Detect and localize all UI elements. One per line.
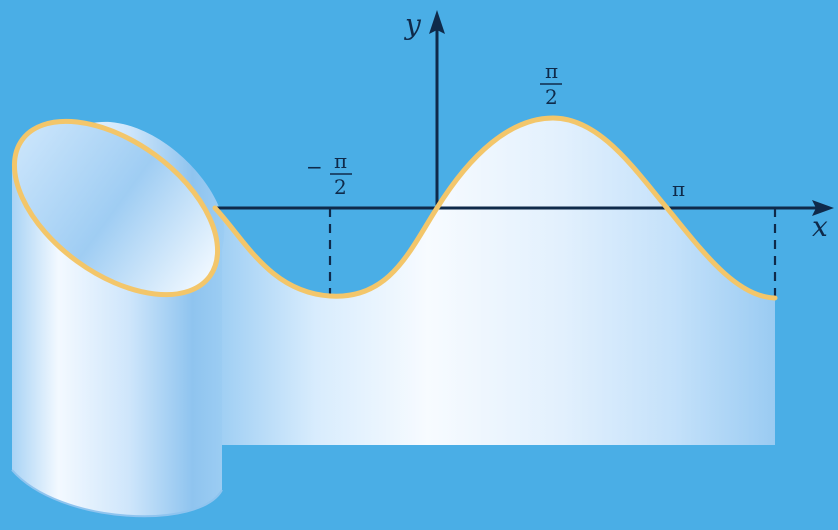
- svg-text:2: 2: [334, 175, 347, 199]
- cylinder-bottom-edge: [11, 469, 223, 518]
- svg-text:−: −: [306, 155, 323, 179]
- x-axis-arrow-icon: [812, 200, 834, 216]
- sinusoid-curve: [212, 115, 778, 301]
- cylinder-top-opening: [11, 118, 221, 298]
- svg-text:π: π: [545, 59, 558, 83]
- y-axis-arrow-icon: [429, 10, 445, 34]
- tick-label-neg-half-pi: − π 2: [306, 149, 352, 199]
- svg-text:π: π: [334, 149, 347, 173]
- y-axis-label: y: [403, 8, 422, 41]
- unrolled-sheet: [215, 118, 775, 445]
- x-axis-label: x: [812, 210, 828, 243]
- svg-text:2: 2: [545, 85, 558, 109]
- tick-label-pi: π: [672, 177, 685, 201]
- tick-label-half-pi: π 2: [540, 59, 562, 109]
